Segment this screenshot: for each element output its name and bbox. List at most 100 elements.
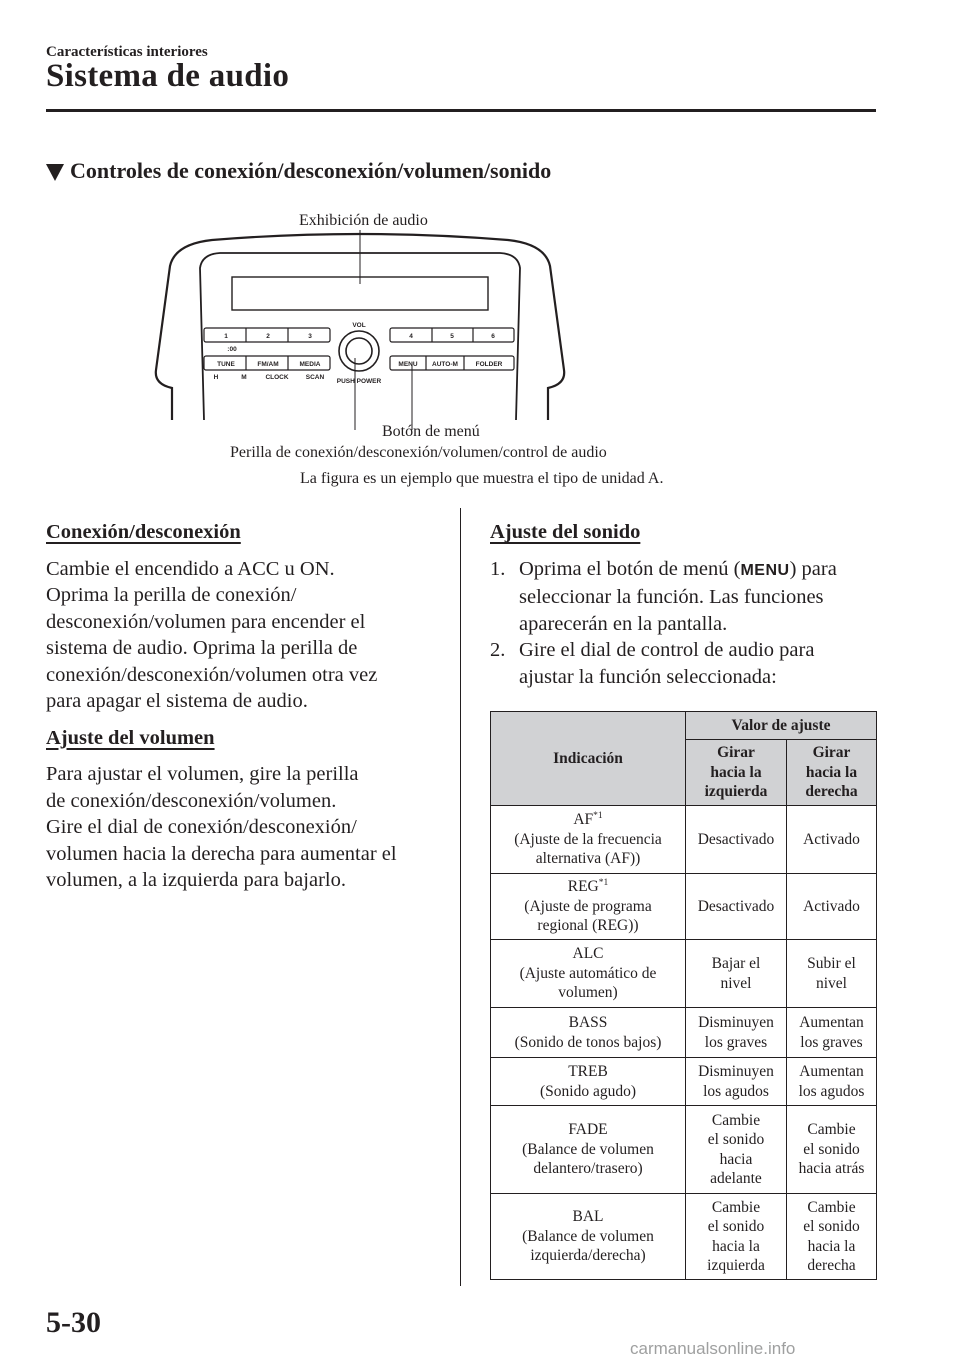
step-text: Gire el dial de control de audio para <box>519 639 815 661</box>
vol-label: VOL <box>352 322 365 329</box>
volume-heading: Ajuste del volumen <box>46 726 215 749</box>
list-item: 2. Gire el dial de control de audio para… <box>490 637 890 690</box>
column-divider <box>460 508 461 1286</box>
preset-3-label: 3 <box>308 333 312 340</box>
left-value-cell: Desactivado <box>685 873 787 940</box>
volume-line: Gire el dial de conexión/desconexión/ <box>46 816 357 838</box>
left-column: Conexión/desconexión Cambie el encendido… <box>46 519 446 894</box>
step-text: ) para <box>789 557 837 580</box>
preset-2-label: 2 <box>266 333 270 340</box>
list-item: 1. Oprima el botón de menú (MENU) para s… <box>490 556 890 638</box>
menu-folder-buttons <box>389 355 515 371</box>
callout-menu-button: Botón de menú <box>382 423 480 440</box>
power-heading: Conexión/desconexión <box>46 521 241 543</box>
menu-button-glyph: MENU <box>740 561 790 579</box>
volume-line: Para ajustar el volumen, gire la perilla <box>46 763 359 785</box>
power-line: conexión/desconexión/volumen otra vez <box>46 663 378 686</box>
page-number: 5-30 <box>46 1306 101 1339</box>
power-line: para apagar el sistema de audio. <box>46 690 308 712</box>
right-value-cell: Activado <box>786 805 877 874</box>
sound-steps: 1. Oprima el botón de menú (MENU) para s… <box>490 556 890 691</box>
media-label: MEDIA <box>300 361 321 368</box>
audio-unit-illustration: VOL PUSH POWER 1 2 3 4 5 6 :00 TUNE FM/A… <box>154 230 566 430</box>
step-line: seleccionar la función. Las funciones <box>519 586 824 608</box>
right-value-cell: Activado <box>786 873 877 940</box>
section-heading-text: Controles de conexión/desconexión/volume… <box>70 158 552 183</box>
step-number: 1. <box>490 557 506 580</box>
figure-caption: La figura es un ejemplo que muestra el t… <box>300 470 664 487</box>
table-header-value: Valor de ajuste <box>685 711 877 740</box>
menu-label: MENU <box>398 361 417 368</box>
left-value-cell: Desactivado <box>685 805 787 874</box>
preset-4-label: 4 <box>409 333 413 340</box>
preset-buttons-left <box>203 327 331 343</box>
power-line: desconexión/volumen para encender el <box>46 610 366 633</box>
page-title: Sistema de audio <box>46 58 290 94</box>
volume-paragraph: Para ajustar el volumen, gire la perilla… <box>46 761 446 894</box>
zero-zero-label: :00 <box>227 346 237 353</box>
table-header-left: Girar hacia la izquierda <box>685 739 787 806</box>
step-number: 2. <box>490 639 506 661</box>
power-line: Oprima la perilla de conexión/ <box>46 584 297 606</box>
sound-heading: Ajuste del sonido <box>490 521 641 543</box>
section-label: Características interiores <box>46 44 208 60</box>
audio-unit-figure: VOL PUSH POWER 1 2 3 4 5 6 :00 TUNE FM/A… <box>150 200 570 430</box>
right-column: Ajuste del sonido 1. Oprima el botón de … <box>490 519 890 690</box>
triangle-bullet-icon <box>46 163 64 181</box>
volume-line: volumen hacia la derecha para aumentar e… <box>46 842 397 865</box>
settings-table: Indicación Valor de ajuste Girar hacia l… <box>490 711 877 1280</box>
volume-line: volumen, a la izquierda para bajarlo. <box>46 869 346 891</box>
step-line: aparecerán en la pantalla. <box>519 612 728 635</box>
indication-cell: BASS(Sonido de tonos bajos) <box>490 1007 686 1058</box>
push-power-label: PUSH POWER <box>337 378 382 385</box>
table-header-right: Girar hacia la derecha <box>786 739 877 806</box>
step-text: Oprima el botón de menú ( <box>519 557 741 580</box>
power-line: Cambie el encendido a ACC u ON. <box>46 557 335 580</box>
table-header-indication: Indicación <box>490 711 686 806</box>
preset-6-label: 6 <box>491 333 495 340</box>
callout-display: Exhibición de audio <box>299 212 428 229</box>
scan-label: SCAN <box>306 374 325 381</box>
power-paragraph: Cambie el encendido a ACC u ON. Oprima l… <box>46 556 446 715</box>
fm-am-label: FM/AM <box>257 361 278 368</box>
callout-knob: Perilla de conexión/desconexión/volumen/… <box>230 444 607 461</box>
volume-line: de conexión/desconexión/volumen. <box>46 789 337 812</box>
power-volume-knob-center <box>345 337 373 365</box>
auto-m-label: AUTO-M <box>432 361 458 368</box>
tune-media-buttons <box>203 355 331 371</box>
indication-cell: TREB(Sonido agudo) <box>490 1057 686 1106</box>
section-heading: Controles de conexión/desconexión/volume… <box>46 158 551 184</box>
h-label: H <box>214 374 219 381</box>
folder-label: FOLDER <box>476 361 503 368</box>
power-line: sistema de audio. Oprima la perilla de <box>46 637 358 659</box>
watermark: carmanualsonline.info <box>630 1339 796 1358</box>
preset-1-label: 1 <box>224 333 228 340</box>
m-label: M <box>241 374 246 381</box>
preset-5-label: 5 <box>450 333 454 340</box>
step-line: ajustar la función seleccionada: <box>519 665 777 688</box>
clock-label: CLOCK <box>265 374 288 381</box>
tune-label: TUNE <box>217 361 235 368</box>
